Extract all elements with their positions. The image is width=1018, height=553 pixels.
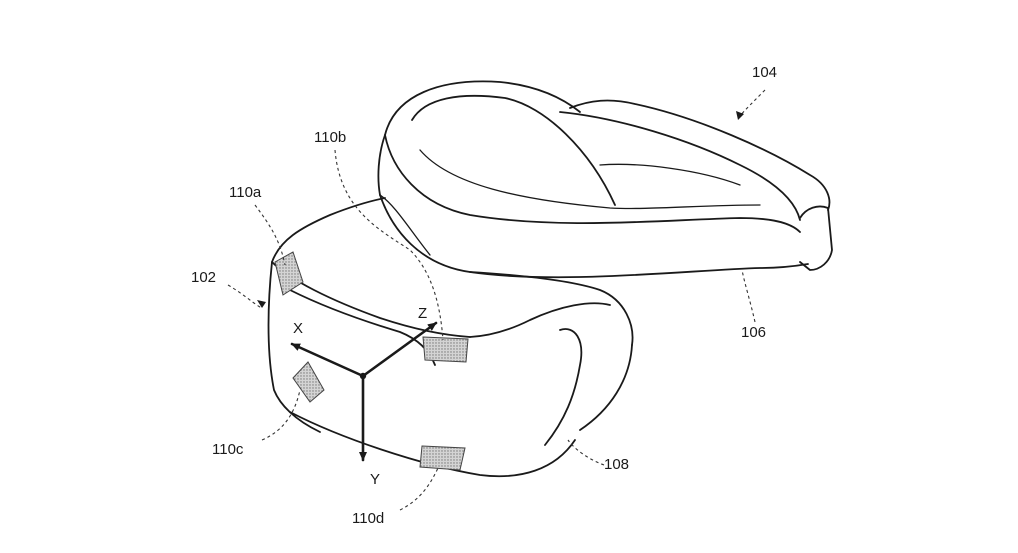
band-rear-inner <box>559 111 801 221</box>
reference-labels: 102 104 106 108 110a 110b 110c 110d <box>191 64 777 527</box>
x-axis-label: X <box>293 320 303 337</box>
y-axis-label: Y <box>370 471 380 488</box>
band-inner-curve <box>599 163 741 186</box>
label-102: 102 <box>191 269 216 286</box>
band-arch-outer <box>384 80 581 136</box>
housing-top-right <box>469 271 634 346</box>
label-108: 108 <box>604 456 629 473</box>
band-front-lower <box>379 194 809 279</box>
marker-110a <box>274 251 304 296</box>
arrow-102 <box>257 300 266 308</box>
coordinate-axes: X Y Z <box>290 305 438 488</box>
housing-side-rear <box>579 344 633 431</box>
leader-110d <box>399 467 439 511</box>
housing-side-recess <box>544 328 583 446</box>
mounting-band <box>377 80 833 279</box>
z-axis-arrow <box>361 321 438 378</box>
label-110c: 110c <box>212 441 244 458</box>
leader-106 <box>741 269 756 323</box>
housing-top <box>271 197 386 263</box>
housing-step <box>379 194 431 256</box>
housing-front-bottom <box>289 411 576 478</box>
band-rear-top <box>569 99 831 211</box>
label-110d: 110d <box>352 510 384 527</box>
leader-lines <box>227 89 766 511</box>
marker-110b <box>422 336 469 363</box>
tracking-markers <box>274 251 469 471</box>
label-110b: 110b <box>314 129 346 146</box>
x-axis-arrow <box>290 342 365 378</box>
marker-110d <box>419 445 466 471</box>
z-axis-label: Z <box>418 305 427 322</box>
leader-110b <box>334 149 444 341</box>
housing-front-left <box>267 261 321 433</box>
band-inner-strap <box>419 149 761 210</box>
band-left-edge <box>377 134 386 196</box>
leader-110c <box>261 389 301 441</box>
label-110a: 110a <box>229 184 262 201</box>
label-104: 104 <box>752 64 777 81</box>
display-housing <box>267 194 634 478</box>
label-106: 106 <box>741 324 766 341</box>
housing-front-right <box>469 302 611 338</box>
leader-110a <box>254 204 286 266</box>
band-front-upper <box>384 134 801 233</box>
band-arch-inner <box>411 94 616 206</box>
marker-110c <box>292 361 325 403</box>
leader-102 <box>227 284 263 309</box>
arrow-104 <box>736 111 744 120</box>
band-rear-pad <box>799 205 833 271</box>
